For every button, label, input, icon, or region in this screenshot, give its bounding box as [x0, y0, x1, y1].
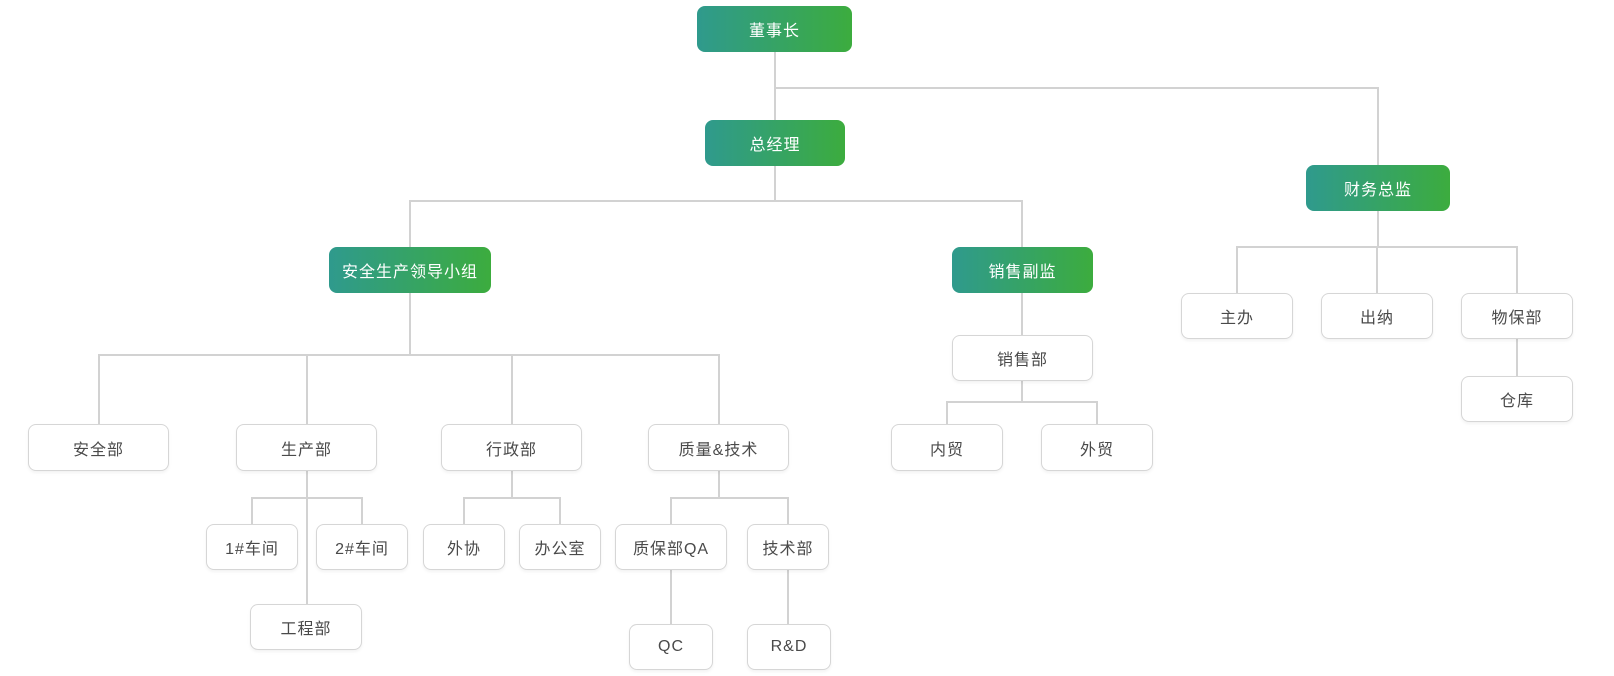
org-node-warehouse[interactable]: 仓库 [1461, 376, 1573, 422]
connector-line [306, 471, 308, 604]
connector-line [670, 497, 789, 499]
org-node-workshop-2[interactable]: 2#车间 [316, 524, 408, 570]
org-node-finance-director[interactable]: 财务总监 [1306, 165, 1450, 211]
org-node-outsourcing[interactable]: 外协 [423, 524, 505, 570]
connector-line [511, 354, 513, 424]
connector-line [306, 354, 308, 424]
org-node-admin-dept[interactable]: 行政部 [441, 424, 582, 471]
org-node-qa-dept[interactable]: 质保部QA [615, 524, 727, 570]
org-node-rnd[interactable]: R&D [747, 624, 831, 670]
connector-line [409, 200, 1023, 202]
connector-line [670, 497, 672, 524]
connector-line [718, 354, 720, 424]
org-node-domestic-trade[interactable]: 内贸 [891, 424, 1003, 471]
org-node-production-dept[interactable]: 生产部 [236, 424, 377, 471]
connector-line [1516, 246, 1518, 293]
connector-line [251, 497, 253, 524]
connector-line [409, 293, 411, 355]
connector-line [1021, 381, 1023, 402]
connector-line [1236, 246, 1238, 293]
connector-line [409, 200, 411, 247]
connector-line [718, 471, 720, 498]
connector-line [361, 497, 363, 524]
connector-line [787, 570, 789, 624]
org-node-tech-dept[interactable]: 技术部 [747, 524, 829, 570]
connector-line [511, 471, 513, 498]
org-node-engineering-dept[interactable]: 工程部 [250, 604, 362, 650]
org-node-foreign-trade[interactable]: 外贸 [1041, 424, 1153, 471]
connector-line [98, 354, 100, 424]
connector-line [463, 497, 465, 524]
org-node-general-manager[interactable]: 总经理 [705, 120, 845, 166]
org-node-chairman[interactable]: 董事长 [697, 6, 852, 52]
org-node-cashier[interactable]: 出纳 [1321, 293, 1433, 339]
connector-line [670, 570, 672, 624]
connector-line [774, 87, 1379, 89]
connector-line [946, 401, 948, 424]
org-node-quality-tech-dept[interactable]: 质量&技术 [648, 424, 789, 471]
connector-line [774, 166, 776, 201]
connector-line [251, 497, 363, 499]
org-node-safety-leadership-group[interactable]: 安全生产领导小组 [329, 247, 491, 293]
connector-line [774, 52, 776, 121]
org-node-qc[interactable]: QC [629, 624, 713, 670]
connector-line [1516, 339, 1518, 376]
connector-line [946, 401, 1098, 403]
org-node-office[interactable]: 办公室 [519, 524, 601, 570]
connector-line [559, 497, 561, 524]
connector-line [1021, 293, 1023, 335]
connector-line [463, 497, 561, 499]
connector-line [787, 497, 789, 524]
connector-line [1377, 87, 1379, 165]
org-node-safety-dept[interactable]: 安全部 [28, 424, 169, 471]
connector-line [1096, 401, 1098, 424]
connector-line [1376, 246, 1378, 293]
connector-line [1377, 211, 1379, 247]
org-node-sales-dept[interactable]: 销售部 [952, 335, 1093, 381]
org-node-material-security-dept[interactable]: 物保部 [1461, 293, 1573, 339]
connector-line [98, 354, 720, 356]
org-node-chief-clerk[interactable]: 主办 [1181, 293, 1293, 339]
org-node-workshop-1[interactable]: 1#车间 [206, 524, 298, 570]
connector-line [1021, 200, 1023, 247]
org-node-sales-deputy-director[interactable]: 销售副监 [952, 247, 1093, 293]
